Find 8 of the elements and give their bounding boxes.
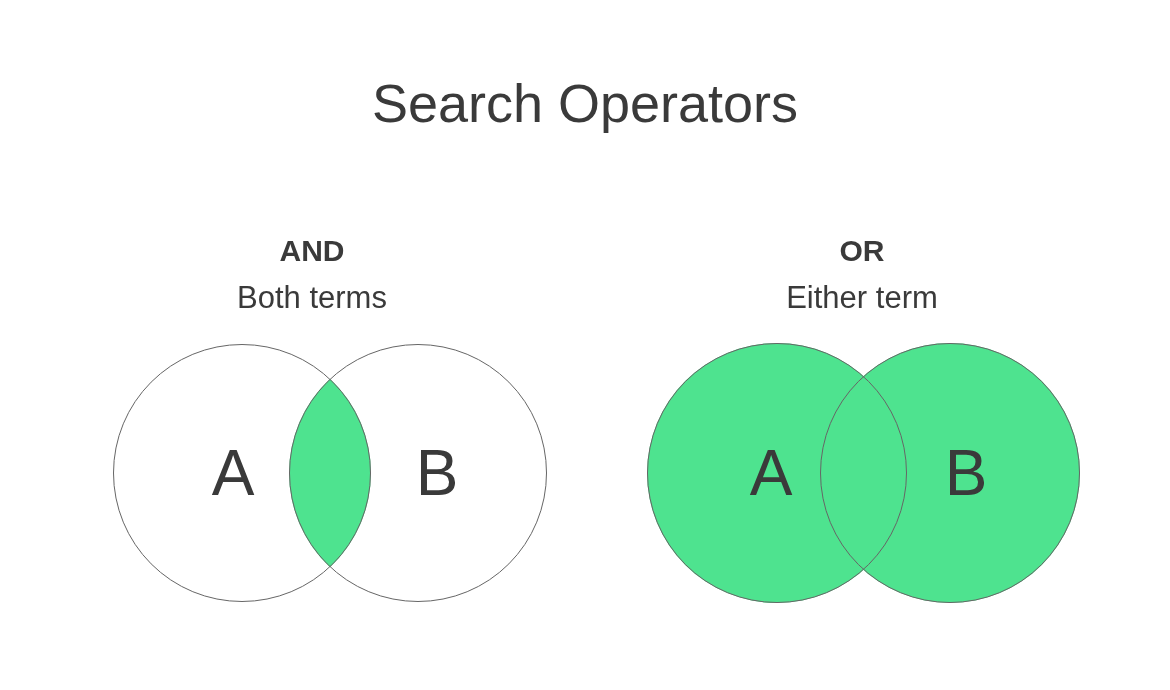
set-letter: A [749,441,793,505]
operator-description: Both terms [237,280,387,315]
operator-description: Either term [786,280,938,315]
set-letter: B [415,441,459,505]
operator-name: OR [839,234,885,267]
set-letter: A [211,441,255,505]
set-letter: B [944,441,988,505]
operator-name: AND [279,234,345,267]
